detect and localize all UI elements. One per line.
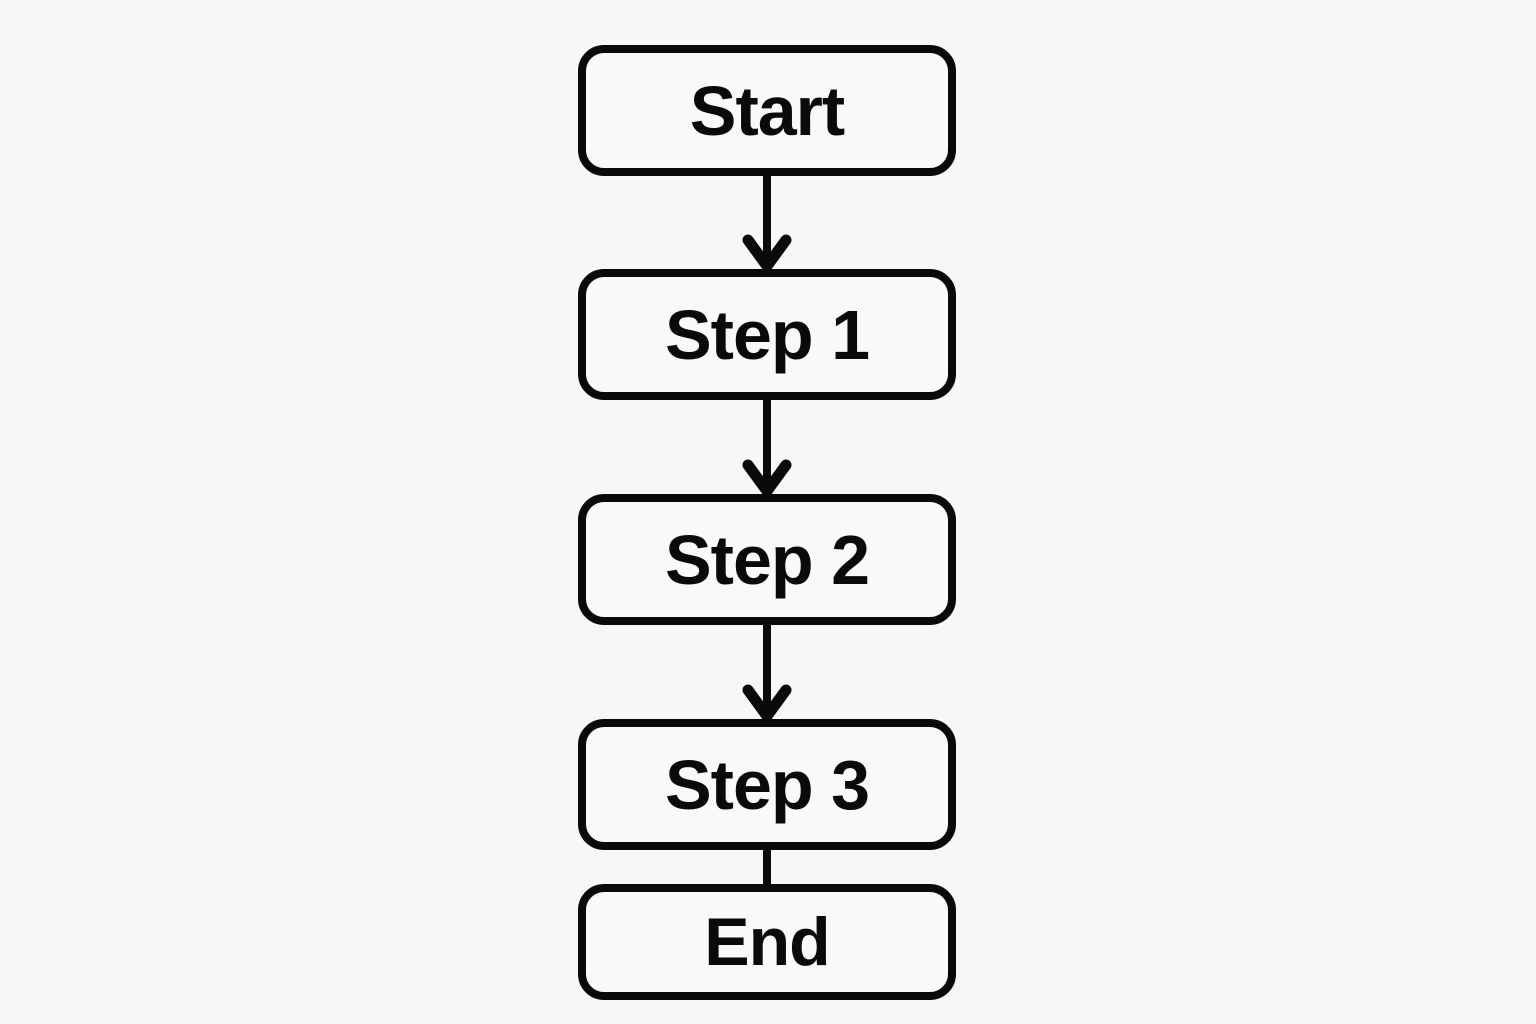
edge-start-step1-arrowhead-icon <box>742 234 792 276</box>
flow-node-end-label: End <box>704 904 830 980</box>
flow-node-step2-label: Step 2 <box>664 520 870 599</box>
edge-step1-step2-arrowhead-icon <box>742 459 792 501</box>
flow-node-start-label: Start <box>689 71 845 150</box>
flow-node-step3[interactable]: Step 3 <box>578 719 956 850</box>
edge-step1-step2 <box>742 400 792 501</box>
flow-node-step1-label: Step 1 <box>664 295 870 374</box>
flow-node-end[interactable]: End <box>578 884 956 1000</box>
flow-node-start[interactable]: Start <box>578 45 956 176</box>
flow-node-step3-label: Step 3 <box>664 745 870 824</box>
flow-node-step1[interactable]: Step 1 <box>578 269 956 400</box>
edge-step2-step3 <box>742 625 792 726</box>
edge-start-step1 <box>742 176 792 276</box>
flow-node-step2[interactable]: Step 2 <box>578 494 956 625</box>
edge-step2-step3-arrowhead-icon <box>742 684 792 726</box>
